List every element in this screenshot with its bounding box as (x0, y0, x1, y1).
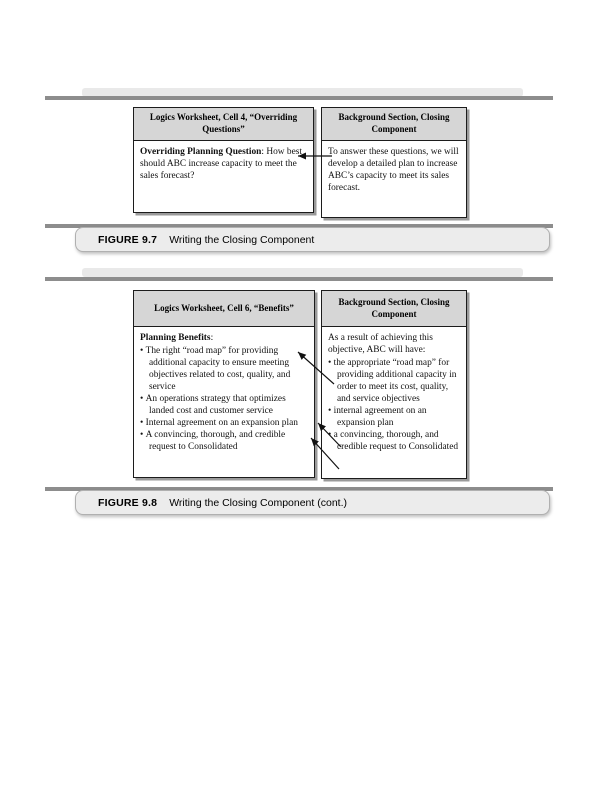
box-body: Overriding Planning Question: How best s… (134, 141, 313, 212)
body-lead-rest: : How best should ABC increase capacity … (140, 147, 302, 182)
bullet-item: The right “road map” for providing addit… (140, 345, 308, 393)
caption-rule (45, 224, 553, 228)
body-lead-rest: : (210, 333, 214, 343)
box-header: Logics Worksheet, Cell 4, “Overriding Qu… (134, 108, 313, 141)
figure-caption-text: Writing the Closing Component (169, 233, 315, 246)
bullet-item: An operations strategy that optimizes la… (140, 393, 308, 417)
figure-caption-label: FIGURE 9.8 (98, 496, 158, 509)
logics-worksheet-box-fig98: Logics Worksheet, Cell 6, “Benefits” Pla… (133, 290, 315, 478)
benefits-bullet-list: The right “road map” for providing addit… (140, 345, 308, 453)
closing-component-text: To answer these questions, we will devel… (328, 147, 459, 194)
panel-top-strip (82, 88, 523, 97)
figure-caption-label: FIGURE 9.7 (98, 233, 158, 246)
figure-caption-bar: FIGURE 9.8 Writing the Closing Component… (75, 490, 550, 515)
result-bullet-list: the appropriate “road map” for providing… (328, 357, 460, 453)
planning-benefits-lead: Planning Benefits: (140, 332, 308, 344)
box-body: Planning Benefits: The right “road map” … (134, 327, 314, 477)
figure-caption-text: Writing the Closing Component (cont.) (169, 496, 347, 509)
panel-rule (45, 277, 553, 281)
body-lead-bold: Planning Benefits (140, 333, 211, 343)
bullet-item: internal agreement on an expansion plan (328, 405, 460, 429)
body-lead-bold: Overriding Planning Question (140, 147, 262, 157)
box-body: To answer these questions, we will devel… (322, 141, 466, 217)
bullet-item: the appropriate “road map” for providing… (328, 357, 460, 405)
panel-rule (45, 96, 553, 100)
bullet-item: a convincing, thorough, and credible req… (328, 429, 460, 453)
logics-worksheet-box-fig97: Logics Worksheet, Cell 4, “Overriding Qu… (133, 107, 314, 213)
panel-top-strip (82, 268, 523, 277)
box-header: Logics Worksheet, Cell 6, “Benefits” (134, 291, 314, 327)
box-header: Background Section, Closing Component (322, 108, 466, 141)
background-section-box-fig98: Background Section, Closing Component As… (321, 290, 467, 479)
caption-rule (45, 487, 553, 491)
background-section-box-fig97: Background Section, Closing Component To… (321, 107, 467, 218)
bullet-item: Internal agreement on an expansion plan (140, 417, 308, 429)
result-intro-text: As a result of achieving this objective,… (328, 333, 433, 356)
box-body: As a result of achieving this objective,… (322, 327, 466, 478)
figure-caption-bar: FIGURE 9.7 Writing the Closing Component (75, 227, 550, 252)
overriding-question-text: Overriding Planning Question: How best s… (140, 146, 307, 182)
bullet-item: A convincing, thorough, and credible req… (140, 429, 308, 453)
box-header: Background Section, Closing Component (322, 291, 466, 327)
